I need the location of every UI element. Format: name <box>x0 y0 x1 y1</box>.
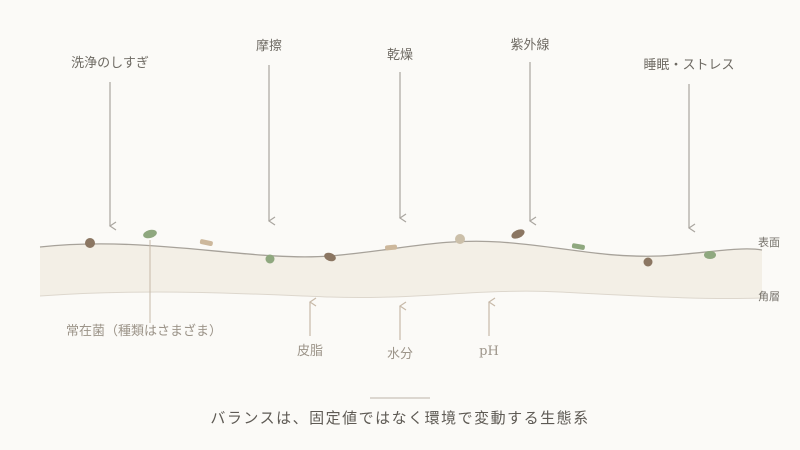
microbe-2 <box>143 229 157 239</box>
caption: バランスは、固定値ではなく環境で変動する生態系 <box>210 409 589 427</box>
microbe-11 <box>704 251 716 259</box>
surface-label: 表面 <box>758 235 780 249</box>
uv-label: 紫外線 <box>510 37 549 53</box>
resident-flora-label: 常在菌（種類はさまざま） <box>66 323 222 339</box>
microbe-4 <box>265 254 275 264</box>
microbe-7 <box>455 234 465 244</box>
microbes <box>85 229 716 267</box>
stratum-corneum-lower-edge <box>39 290 763 300</box>
microbe-8 <box>511 229 525 239</box>
microbe-9 <box>571 243 585 250</box>
sleep-stress-label: 睡眠・ストレス <box>643 58 734 73</box>
moisture-label: 水分 <box>387 347 413 362</box>
microbe-5 <box>324 252 336 262</box>
dryness-label: 乾燥 <box>387 48 413 63</box>
over-washing-label: 洗浄のしすぎ <box>71 56 149 71</box>
microbe-1 <box>85 238 95 248</box>
friction-label: 摩擦 <box>256 38 282 54</box>
microbe-3 <box>199 239 213 247</box>
stratum-corneum-label: 角層 <box>758 290 780 303</box>
stratum-corneum-band <box>40 241 762 299</box>
sebum-label: 皮脂 <box>297 344 323 359</box>
microbe-10 <box>643 257 653 267</box>
ph-label: pH <box>479 344 499 359</box>
microbe-6 <box>385 244 398 251</box>
